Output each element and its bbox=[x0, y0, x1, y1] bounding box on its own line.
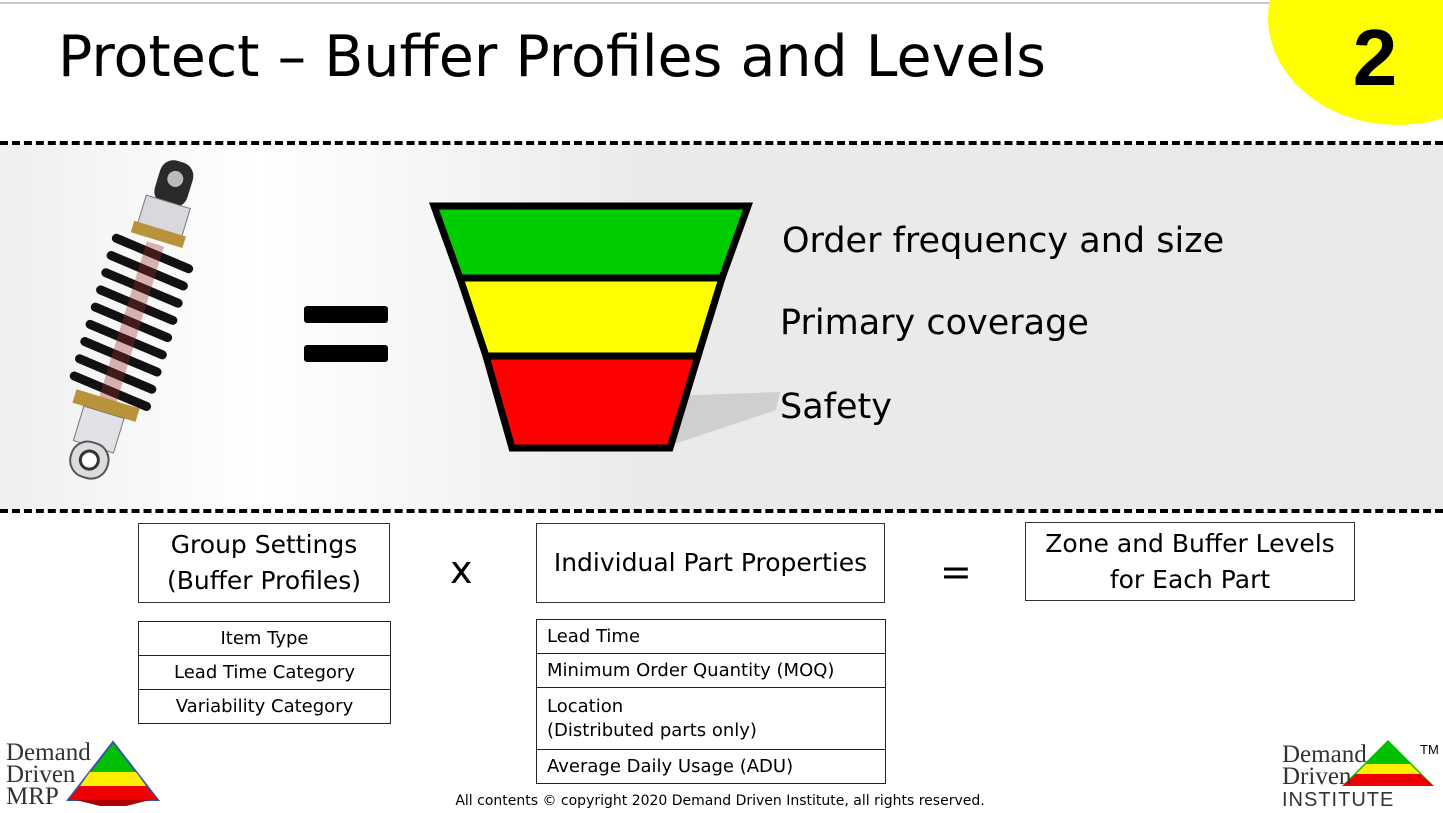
list-item: Variability Category bbox=[138, 689, 391, 724]
ddi-logo-line3: INSTITUTE bbox=[1282, 789, 1395, 811]
variability-category: Variability Category bbox=[138, 689, 391, 724]
ddi-logo: Demand Driven INSTITUTE bbox=[1282, 738, 1438, 811]
red-zone bbox=[481, 352, 703, 452]
item-type: Item Type bbox=[138, 621, 391, 656]
location-line1: Location bbox=[547, 695, 624, 717]
result-line2: for Each Part bbox=[1109, 564, 1271, 594]
zone-label-red: Safety bbox=[780, 387, 892, 427]
equals-bar-top bbox=[304, 306, 388, 323]
trademark-mark: TM bbox=[1420, 742, 1439, 757]
ddmrp-logo-line2: Driven bbox=[6, 761, 76, 788]
zone-buffer-levels-box: Zone and Buffer Levels for Each Part bbox=[1025, 522, 1355, 601]
lead-time-category: Lead Time Category bbox=[138, 655, 391, 690]
part-properties-box: Individual Part Properties bbox=[536, 523, 885, 603]
zone-label-green: Order frequency and size bbox=[782, 221, 1225, 261]
green-zone bbox=[429, 202, 753, 282]
ddi-triangle-icon bbox=[1342, 740, 1434, 786]
list-item: Lead Time Category bbox=[138, 655, 391, 690]
zone-label-yellow: Primary coverage bbox=[780, 303, 1089, 343]
group-settings-list: Item Type Lead Time Category Variability… bbox=[138, 621, 391, 724]
list-item: Minimum Order Quantity (MOQ) bbox=[536, 653, 886, 688]
slide-number: 2 bbox=[1352, 13, 1398, 102]
dashed-divider-bottom bbox=[0, 509, 1443, 513]
equals-bar-bottom bbox=[304, 345, 388, 362]
times-operator: x bbox=[450, 548, 473, 592]
group-settings-line1: Group Settings bbox=[170, 530, 358, 559]
ddmrp-logo-line1: Demand bbox=[6, 739, 91, 766]
location: Location(Distributed parts only) bbox=[536, 687, 886, 750]
list-item: Location(Distributed parts only) bbox=[536, 687, 886, 750]
page-title: Protect – Buffer Profiles and Levels bbox=[58, 24, 1046, 90]
list-item: Lead Time bbox=[536, 619, 886, 654]
copyright-footer: All contents © copyright 2020 Demand Dri… bbox=[455, 793, 985, 809]
equals-sign-large bbox=[304, 306, 388, 362]
average-daily-usage: Average Daily Usage (ADU) bbox=[536, 749, 886, 784]
funnel-shadow bbox=[668, 392, 780, 446]
shock-absorber-image bbox=[69, 160, 194, 480]
group-settings-line2: (Buffer Profiles) bbox=[166, 566, 362, 595]
group-settings-box: Group Settings (Buffer Profiles) bbox=[138, 523, 390, 603]
result-line1: Zone and Buffer Levels bbox=[1045, 528, 1335, 558]
location-line2: (Distributed parts only) bbox=[547, 719, 757, 741]
minimum-order-quantity: Minimum Order Quantity (MOQ) bbox=[536, 653, 886, 688]
part-properties-label: Individual Part Properties bbox=[553, 548, 868, 577]
ddmrp-logo-line3: MRP bbox=[6, 783, 59, 810]
ddmrp-triangle-icon bbox=[66, 740, 161, 806]
part-properties-list: Lead Time Minimum Order Quantity (MOQ) L… bbox=[536, 619, 886, 784]
lead-time: Lead Time bbox=[536, 619, 886, 654]
list-item: Average Daily Usage (ADU) bbox=[536, 749, 886, 784]
top-rule bbox=[0, 2, 1443, 4]
ddmrp-logo: Demand Driven MRP bbox=[6, 739, 161, 810]
yellow-zone bbox=[455, 274, 727, 360]
equals-operator: = bbox=[940, 550, 972, 594]
list-item: Item Type bbox=[138, 621, 391, 656]
ddi-logo-line2: Driven bbox=[1282, 763, 1352, 790]
dashed-divider-top bbox=[0, 141, 1443, 145]
ddi-logo-line1: Demand bbox=[1282, 741, 1367, 768]
buffer-funnel bbox=[429, 202, 780, 452]
